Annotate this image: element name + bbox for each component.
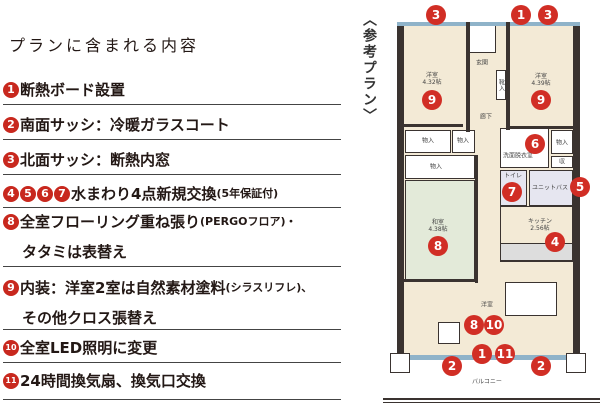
room-label: バルコニー	[472, 378, 502, 386]
number-badge: 11	[3, 373, 19, 389]
plan-number-badge: 6	[525, 134, 545, 154]
item-text: 24時間換気扇、換気口交換	[20, 372, 206, 390]
room-label: 洗面脱衣室	[502, 152, 534, 160]
item-text: 南面サッシ：冷暖ガラスコート	[20, 116, 230, 134]
plan-number-badge: 8	[464, 315, 484, 335]
item-text: 北面サッシ：断熱内窓	[20, 151, 171, 169]
number-badge: 4	[3, 186, 19, 202]
small-storage	[551, 156, 573, 168]
room-label: 物入	[421, 137, 435, 145]
plan-number-badge: 10	[484, 315, 504, 335]
room-label: 洋室	[480, 301, 494, 309]
storage	[551, 130, 573, 154]
item-text: 断熱ボード設置	[20, 81, 126, 99]
room-label: 靴入	[497, 79, 505, 91]
room-label: 玄関	[475, 59, 489, 67]
item-text: 水まわり4点新規交換	[71, 185, 217, 203]
shoe-storage	[496, 70, 506, 100]
item-text-line2: その他クロス張替え	[22, 309, 158, 327]
number-badge: 5	[20, 186, 36, 202]
plan-number-badge: 7	[502, 182, 522, 202]
item-text: 内装：洋室2室は自然素材塗料	[20, 279, 226, 297]
room-label: ユニットバス	[531, 184, 569, 192]
item-text-line2: タタミは表替え	[22, 243, 128, 261]
plan-number-badge: 1	[511, 5, 531, 25]
pillar	[566, 353, 586, 373]
item-text: 全室フローリング重ね張り	[20, 213, 201, 231]
number-badge: 10	[3, 340, 19, 356]
number-badge: 3	[3, 152, 19, 168]
number-badge: 6	[37, 186, 53, 202]
number-badge: 1	[3, 82, 19, 98]
number-badge: 7	[54, 186, 70, 202]
item-note: (5年保証付)	[216, 187, 279, 200]
japanese-room	[405, 180, 475, 280]
room-label: 物入	[456, 137, 470, 145]
plan-number-badge: 3	[538, 5, 558, 25]
item-text: 全室LED照明に変更	[20, 339, 158, 357]
number-badge: 9	[3, 280, 19, 296]
plan-number-badge: 2	[442, 356, 462, 376]
storage	[405, 155, 475, 179]
number-badge: 2	[3, 117, 19, 133]
plan-number-badge: 9	[422, 90, 442, 110]
plan-number-badge: 9	[531, 90, 551, 110]
dining-table	[505, 282, 557, 316]
item-note: (シラスリフレ)、	[225, 281, 313, 294]
room-label: トイレ	[503, 172, 523, 180]
plan-number-badge: 5	[570, 177, 590, 197]
plan-number-badge: 4	[545, 232, 565, 252]
room-label: 収	[558, 158, 566, 166]
room-label: 物入	[555, 139, 569, 147]
kitchen	[500, 206, 573, 262]
plan-heading: 〈参考プラン〉	[361, 12, 377, 124]
plan-number-badge: 3	[426, 5, 446, 25]
storage	[405, 130, 451, 153]
plan-number-badge: 1	[472, 344, 492, 364]
pillar	[390, 353, 410, 373]
entrance	[468, 25, 496, 53]
storage	[452, 130, 475, 153]
plan-number-badge: 11	[495, 344, 515, 364]
room-label: 廊下	[479, 113, 493, 121]
plan-number-badge: 2	[531, 356, 551, 376]
page-title: プランに含まれる内容	[9, 36, 200, 55]
number-badge: 8	[3, 214, 19, 230]
item-note: (PERGOフロア)・	[200, 215, 297, 228]
low-table	[438, 322, 460, 344]
room-label: 物入	[429, 163, 443, 171]
plan-number-badge: 8	[428, 236, 448, 256]
